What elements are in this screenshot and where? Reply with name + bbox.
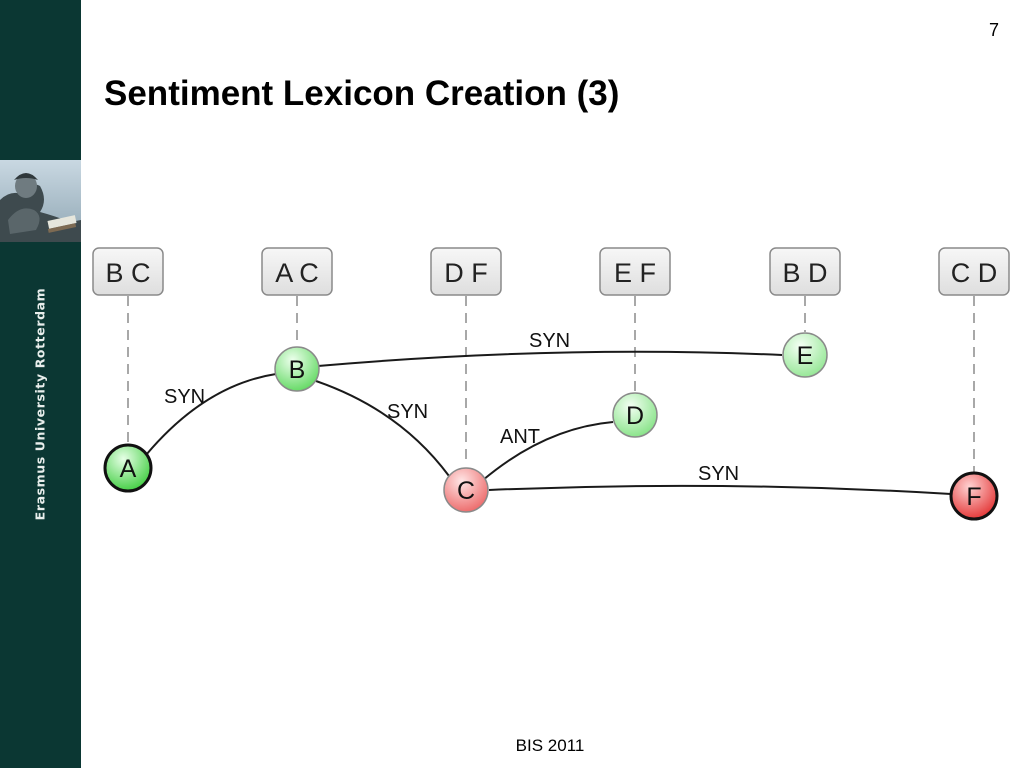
erasmus-portrait-image	[0, 160, 81, 242]
node-label: A	[120, 455, 137, 483]
node-b: B	[274, 346, 320, 392]
slide-title: Sentiment Lexicon Creation (3)	[104, 74, 620, 113]
node-label: D	[626, 402, 644, 430]
node-f: F	[949, 471, 999, 521]
edge-label-c-d: ANT	[500, 426, 540, 448]
set-box-label: B D	[782, 258, 827, 288]
set-box-1: B C	[92, 247, 164, 296]
set-box-6: C D	[938, 247, 1010, 296]
set-box-3: D F	[430, 247, 502, 296]
sidebar: Erasmus University Rotterdam	[0, 0, 81, 768]
footer-text: BIS 2011	[515, 736, 585, 755]
edge-label-b-c: SYN	[387, 401, 428, 423]
edge-a-b	[145, 373, 277, 456]
set-box-label: E F	[614, 258, 656, 288]
node-label: F	[966, 483, 981, 511]
set-box-label: D F	[444, 258, 488, 288]
node-c: C	[443, 467, 489, 513]
graph-edges	[145, 350, 952, 495]
set-box-label: B C	[105, 258, 150, 288]
node-label: B	[289, 356, 306, 384]
page-number: 7	[988, 20, 999, 40]
edge-c-f	[488, 484, 952, 495]
edge-label-c-f: SYN	[698, 463, 739, 485]
node-e: E	[782, 332, 828, 378]
edge-label-a-b: SYN	[164, 386, 205, 408]
set-boxes: B C A C D F E F B D C D	[92, 247, 1010, 296]
graph-nodes: A B C D E F	[103, 332, 999, 521]
set-box-label: A C	[275, 258, 319, 288]
set-box-2: A C	[261, 247, 333, 296]
edge-b-e	[317, 350, 783, 367]
node-d: D	[612, 392, 658, 438]
node-a: A	[103, 443, 153, 493]
node-label: E	[797, 342, 814, 370]
set-box-label: C D	[951, 258, 998, 288]
dashed-connectors	[127, 296, 975, 472]
set-box-4: E F	[599, 247, 671, 296]
node-label: C	[457, 477, 475, 505]
edge-b-c	[315, 380, 450, 477]
set-box-5: B D	[769, 247, 841, 296]
edge-label-b-e: SYN	[529, 330, 570, 352]
edge-c-d	[482, 421, 614, 481]
